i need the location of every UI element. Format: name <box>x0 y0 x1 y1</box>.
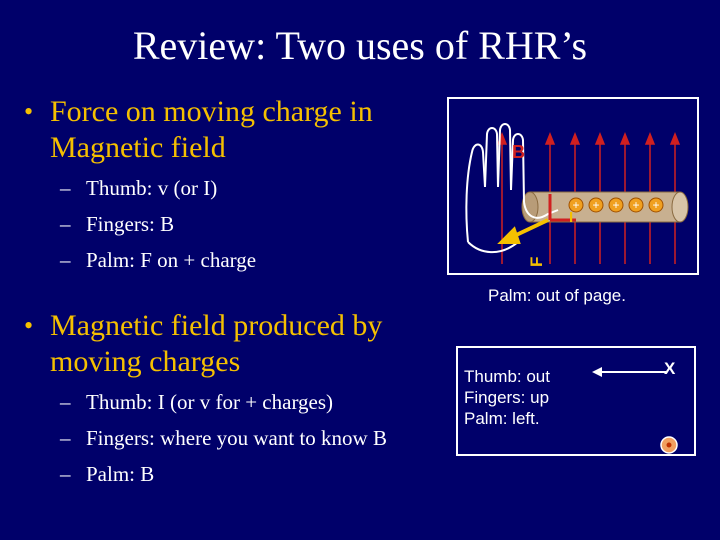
svg-text:+: + <box>652 198 659 212</box>
label-F: F <box>527 257 546 267</box>
figure-frame <box>447 97 699 275</box>
current-arrow <box>592 367 666 377</box>
svg-text:+: + <box>612 198 619 212</box>
figure2-line: Fingers: up <box>464 388 550 407</box>
subitem: –Palm: F on + charge <box>60 248 257 272</box>
bullet-line-2: moving charges <box>50 345 241 378</box>
bullet-dot: • <box>24 97 34 126</box>
hand-outline <box>465 123 559 254</box>
subitem: –Fingers: B <box>60 212 175 236</box>
force-arrow <box>497 218 549 244</box>
svg-text:+: + <box>632 198 639 212</box>
subitem: –Palm: B <box>60 462 155 486</box>
figure2-line: Thumb: out <box>464 367 550 386</box>
figure2-line: Palm: left. <box>464 409 540 428</box>
bullet-force-on-charge: • Force on moving charge in Magnetic fie… <box>24 94 373 166</box>
bullet-line-1: Force on moving charge in <box>50 95 373 128</box>
subitem-list-2: –Thumb: I (or v for + charges) –Fingers:… <box>60 390 387 487</box>
rhr-field-diagram: Thumb: out Fingers: up Palm: left. X <box>456 346 696 456</box>
charge-dot <box>660 436 678 454</box>
page-title: Review: Two uses of RHR’s <box>132 23 588 68</box>
svg-text:+: + <box>592 198 599 212</box>
bullet-line-2: Magnetic field <box>50 131 226 164</box>
subitem: –Fingers: where you want to know B <box>60 426 387 450</box>
label-x: X <box>664 359 676 378</box>
bullet-field-from-charges: • Magnetic field produced by moving char… <box>24 308 383 380</box>
bullet-line-1: Magnetic field produced by <box>50 309 383 342</box>
svg-text:+: + <box>572 198 579 212</box>
subitem-list-1: –Thumb: v (or I) –Fingers: B –Palm: F on… <box>60 176 256 273</box>
bullet-dot: • <box>24 311 34 340</box>
figure1-caption: Palm: out of page. <box>488 286 626 305</box>
subitem: –Thumb: I (or v for + charges) <box>60 390 334 414</box>
subitem: –Thumb: v (or I) <box>60 176 218 200</box>
label-B: B <box>512 142 525 162</box>
i-arrow <box>548 194 576 222</box>
rhr-force-diagram: + + + + + B I F <box>447 97 699 275</box>
positive-charges: + + + + + <box>568 197 664 213</box>
label-I: I <box>569 209 573 226</box>
